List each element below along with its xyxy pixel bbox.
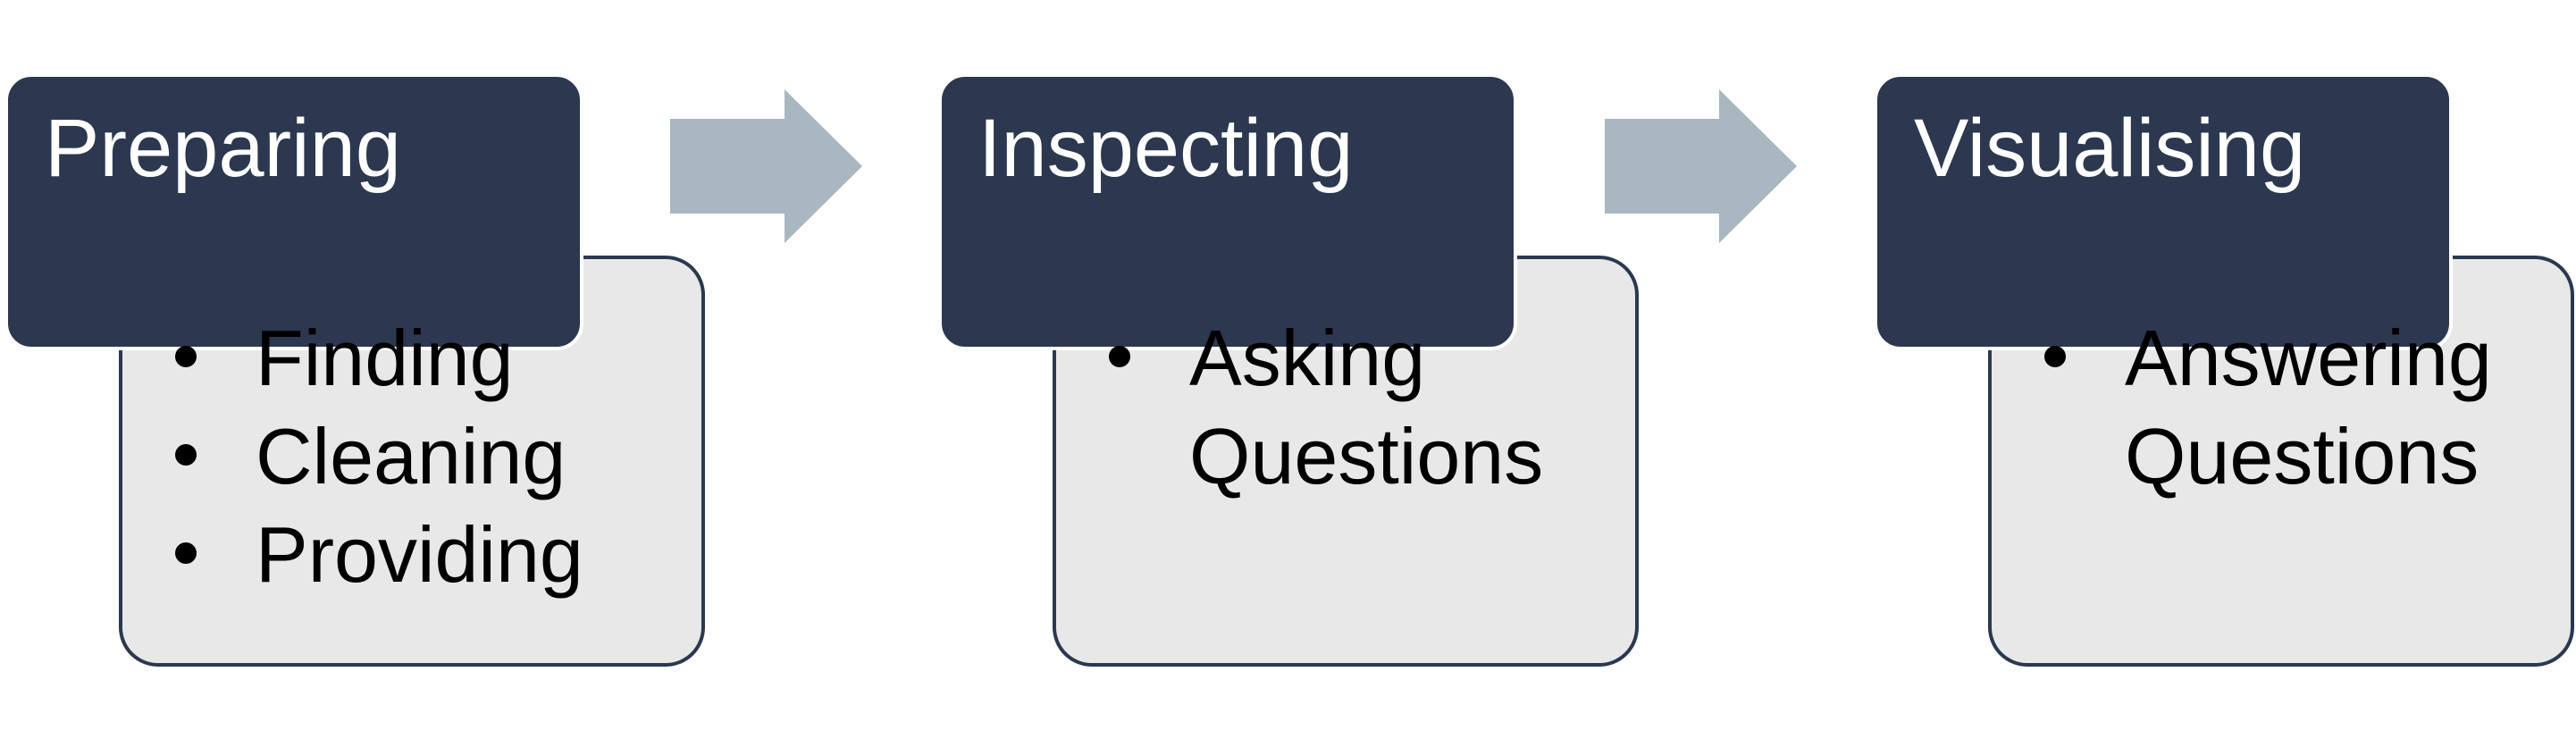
detail-list: Asking Questions (1064, 309, 1618, 506)
list-item: Answering Questions (2000, 309, 2554, 506)
bullet-icon (175, 444, 197, 466)
right-arrow-icon (1605, 89, 1797, 243)
list-item-label: Cleaning (256, 412, 566, 500)
bullet-icon (2044, 346, 2066, 367)
stage-preparing: Preparing Finding Cleaning Providing (0, 0, 715, 739)
stage-title: Preparing (45, 103, 401, 194)
stage-title: Visualising (1914, 103, 2306, 194)
list-item: Providing (130, 506, 684, 604)
list-item-label: Answering Questions (2125, 314, 2492, 500)
bullet-icon (1109, 346, 1130, 367)
list-item-label: Finding (256, 314, 514, 402)
bullet-icon (175, 542, 197, 564)
list-item: Asking Questions (1064, 309, 1618, 506)
stage-header (4, 73, 583, 350)
list-item: Finding (130, 309, 684, 407)
list-item: Cleaning (130, 407, 684, 506)
list-item-label: Asking Questions (1189, 314, 1544, 500)
stage-inspecting: Inspecting Asking Questions (934, 0, 1649, 739)
detail-list: Answering Questions (2000, 309, 2554, 506)
stage-header (938, 73, 1517, 350)
stage-title: Inspecting (978, 103, 1354, 194)
right-arrow-icon (670, 89, 862, 243)
detail-list: Finding Cleaning Providing (130, 309, 684, 604)
stage-visualising: Visualising Answering Questions (1869, 0, 2576, 739)
bullet-icon (175, 346, 197, 367)
list-item-label: Providing (256, 510, 583, 599)
stage-header (1874, 73, 2453, 350)
